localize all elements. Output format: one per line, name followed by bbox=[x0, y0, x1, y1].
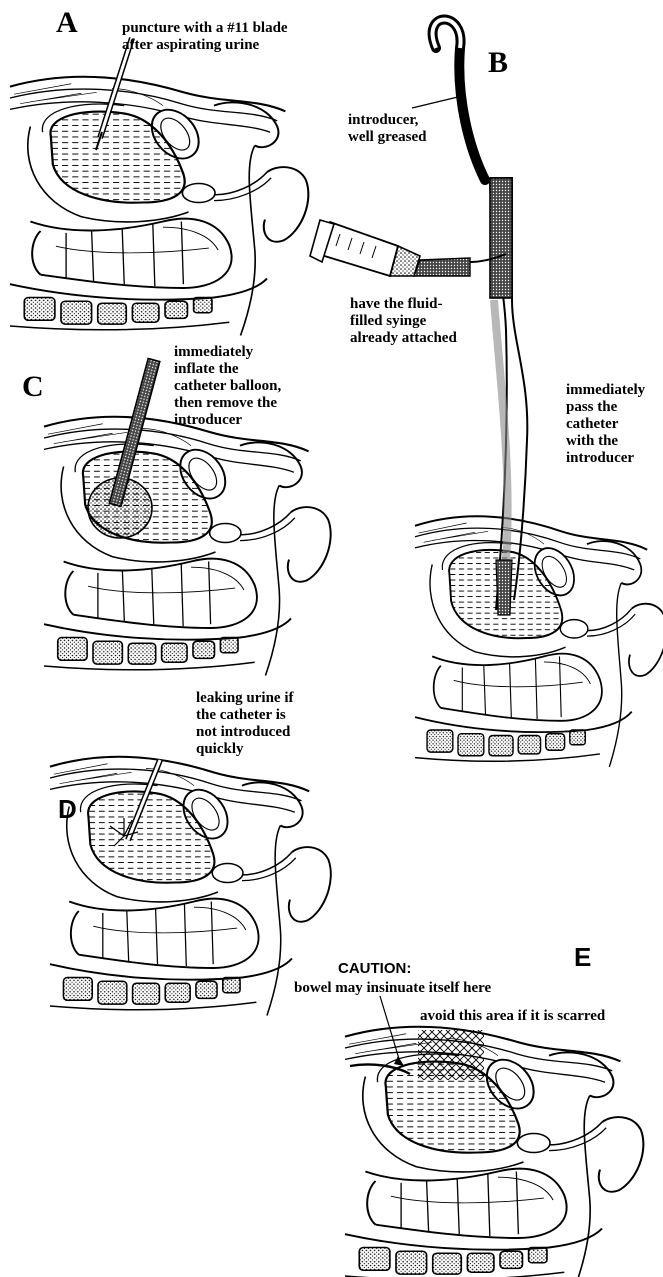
panel-c-label: immediately inflate the catheter balloon… bbox=[174, 344, 281, 429]
panel-d-letter: D bbox=[58, 796, 77, 822]
panel-b-letter: B bbox=[488, 48, 508, 78]
panel-e-anatomy bbox=[345, 996, 643, 1277]
panel-a-anatomy bbox=[10, 38, 308, 336]
panel-d-label: leaking urine if the catheter is not int… bbox=[196, 690, 294, 758]
panel-a-label: puncture with a #11 blade after aspirati… bbox=[122, 20, 288, 54]
panel-c-letter: C bbox=[22, 372, 44, 402]
panel-a-letter: A bbox=[56, 8, 78, 38]
panel-b-introducer-label: introducer, well greased bbox=[348, 112, 426, 146]
caution-title: CAUTION: bbox=[338, 960, 411, 977]
panel-d-anatomy bbox=[50, 757, 331, 1016]
panel-b-syringe-label: have the fluid- filled syinge already at… bbox=[350, 296, 457, 347]
panel-b-pass-label: immediately pass the catheter with the i… bbox=[566, 382, 645, 467]
caution-text: bowel may insinuate itself here bbox=[294, 980, 491, 997]
catheter-sheath bbox=[490, 178, 512, 298]
panel-e-letter: E bbox=[574, 944, 591, 970]
scarred-area bbox=[418, 1030, 484, 1080]
syringe bbox=[310, 220, 506, 276]
avoid-area-label: avoid this area if it is scarred bbox=[420, 1008, 605, 1025]
